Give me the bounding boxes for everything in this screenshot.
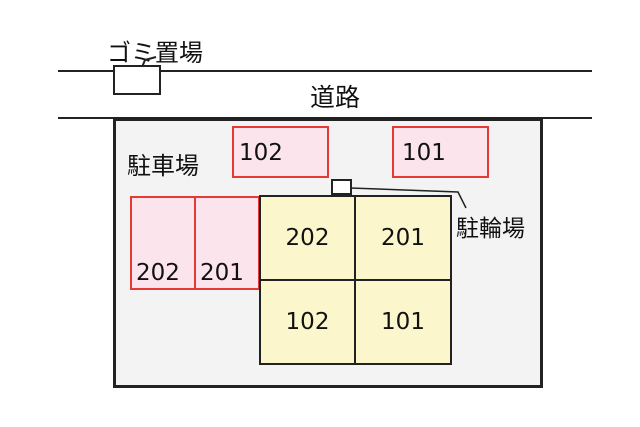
bicycle-parking-box [331,179,352,195]
parking-spot-number: 202 [136,260,180,286]
parking-label: 駐車場 [127,152,199,180]
parking-spot-102: 102 [232,126,329,178]
unit-number: 101 [381,309,425,335]
parking-spot-number: 201 [200,260,244,286]
garbage-area-label: ゴミ置場 [107,39,203,67]
garbage-area-box [113,65,161,95]
bicycle-leader-line [350,187,467,209]
unit-number: 201 [381,225,425,251]
unit-number: 102 [285,309,330,335]
unit-201: 201 [354,195,452,281]
parking-spot-number: 101 [402,140,446,166]
parking-spot-number: 102 [239,140,283,166]
road-label: 道路 [310,83,361,112]
parking-spot-101: 101 [392,126,489,178]
parking-spot-201: 201 [194,196,260,290]
unit-101: 101 [354,279,452,365]
unit-102: 102 [259,279,356,365]
unit-number: 202 [285,225,330,251]
road-edge-top [58,70,592,72]
unit-202: 202 [259,195,356,281]
bicycle-parking-label: 駐輪場 [456,216,525,242]
parking-spot-202: 202 [130,196,196,290]
